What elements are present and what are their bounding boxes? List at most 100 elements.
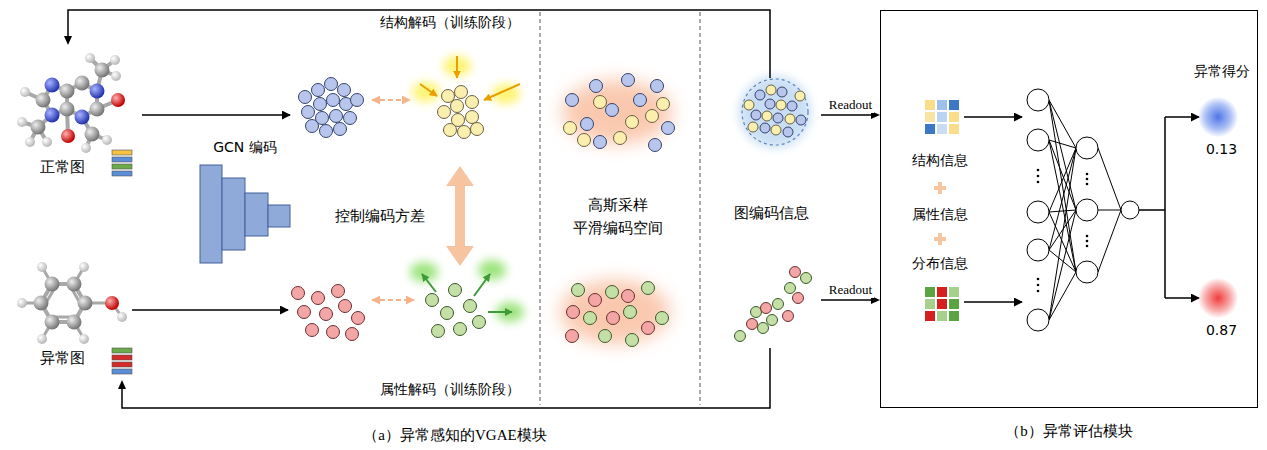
illustration-part	[37, 334, 47, 344]
illustration-part	[302, 106, 315, 119]
illustration-part	[949, 311, 959, 321]
illustration-part	[112, 348, 132, 353]
illustration-part	[112, 164, 132, 169]
illustration-part	[1076, 199, 1098, 221]
illustration-part	[581, 118, 594, 131]
illustration-part	[744, 100, 754, 110]
illustration-part	[590, 80, 603, 93]
illustration-part	[937, 299, 947, 309]
illustration-part	[466, 111, 479, 124]
illustration-part	[578, 134, 591, 147]
illustration-part	[1086, 240, 1089, 243]
illustration-part	[1086, 178, 1089, 181]
illustration-part	[446, 166, 474, 266]
illustration-part	[606, 104, 619, 117]
illustration-part	[1037, 290, 1040, 293]
illustration-part	[656, 312, 669, 325]
illustration-part	[614, 132, 627, 145]
illustration-part	[466, 96, 479, 109]
illustration-part	[142, 114, 290, 116]
illustration-part	[45, 78, 60, 93]
illustration-part	[442, 90, 455, 103]
illustration-part	[795, 91, 805, 101]
illustration-part	[567, 306, 580, 319]
illustration-part	[742, 79, 808, 145]
illustration-part	[937, 124, 947, 134]
illustration-part	[925, 112, 935, 122]
edge-label: Readout	[827, 97, 874, 113]
illustration-part	[589, 294, 602, 307]
illustration-part	[85, 127, 100, 142]
variance-label: 控制编码方差	[335, 207, 425, 225]
illustration-part	[937, 311, 947, 321]
illustration-part	[634, 94, 647, 107]
illustration-part	[925, 124, 935, 134]
illustration-part	[456, 56, 458, 78]
illustration-part	[1086, 235, 1089, 238]
abnormal-graph: 异常图	[8, 255, 143, 380]
illustration-part	[112, 362, 132, 367]
gcn-encoder: GCN 编码	[191, 135, 299, 270]
illustration-part	[949, 100, 959, 110]
illustration-part	[67, 315, 82, 330]
illustration-part	[657, 98, 670, 111]
illustration-part	[651, 80, 664, 93]
illustration-part	[1037, 284, 1040, 287]
illustration-part	[441, 307, 454, 320]
score-value: 0.13	[1196, 141, 1248, 158]
illustration-part	[562, 80, 672, 144]
illustration-part	[45, 108, 60, 123]
illustration-part	[298, 306, 311, 319]
illustration-part	[458, 126, 471, 139]
illustration-part	[372, 99, 410, 101]
score-glow	[1198, 278, 1238, 318]
illustration-part	[760, 123, 770, 133]
connector-line	[821, 114, 872, 116]
encoder-label: GCN 编码	[191, 139, 299, 156]
illustration-part	[1037, 169, 1040, 172]
illustration-part	[1027, 201, 1049, 223]
illustration-part	[36, 93, 51, 108]
illustration-part	[451, 100, 464, 113]
illustration-part	[1086, 173, 1089, 176]
illustration-part	[646, 110, 659, 123]
illustration-part	[75, 110, 90, 125]
illustration-part	[747, 319, 758, 330]
illustration-part	[346, 328, 359, 341]
illustration-part	[1049, 100, 1121, 320]
illustration-part	[111, 71, 121, 81]
arrow-head	[118, 380, 126, 389]
connector-line	[122, 348, 770, 408]
illustration-part	[1037, 278, 1040, 281]
illustration-part	[90, 102, 105, 117]
illustration-part	[1086, 245, 1089, 248]
illustration-part	[1076, 261, 1098, 283]
illustration-part	[762, 111, 772, 121]
illustration-part	[1076, 137, 1098, 159]
illustration-part	[478, 260, 506, 280]
score-node: 0.13	[1196, 97, 1248, 159]
illustration-part	[626, 116, 639, 129]
illustration-part	[325, 78, 338, 91]
illustration-part	[292, 287, 305, 300]
illustration-part	[607, 312, 620, 325]
illustration-part	[314, 98, 327, 111]
illustration-part	[268, 205, 290, 227]
illustration-part	[785, 114, 795, 124]
illustration-part	[796, 115, 806, 125]
illustration-part	[783, 127, 793, 137]
illustration-part	[222, 178, 245, 250]
illustration-part	[572, 284, 585, 297]
illustration-part	[422, 274, 436, 292]
illustration-part	[1139, 117, 1165, 298]
encoding-label: 图编码信息	[721, 204, 821, 222]
illustration-part	[1037, 175, 1040, 178]
illustration-part	[937, 100, 947, 110]
illustration-part	[306, 120, 319, 133]
info-label: 分布信息	[912, 255, 968, 272]
illustration-part	[801, 273, 812, 284]
graph-encoding: 图编码信息	[721, 78, 821, 348]
illustration-part	[622, 74, 635, 87]
illustration-part	[949, 112, 959, 122]
score-value: 0.87	[1196, 322, 1248, 339]
